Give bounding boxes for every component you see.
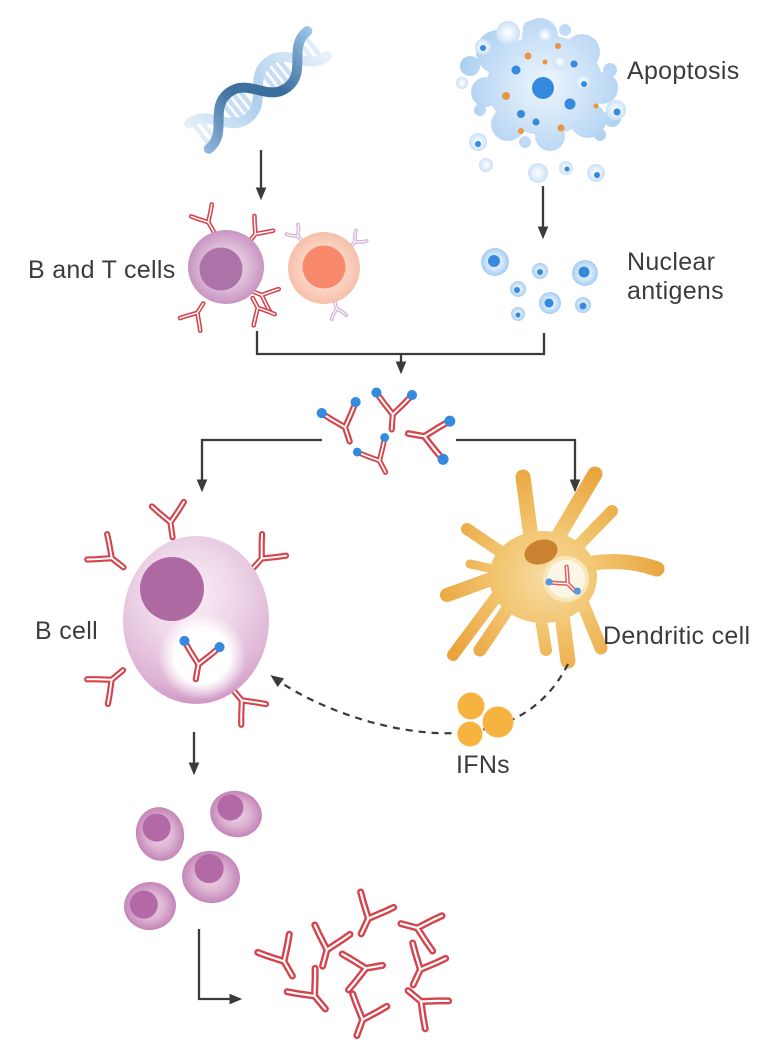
ifn-icon bbox=[457, 692, 514, 747]
dna-icon bbox=[184, 26, 332, 154]
label-b-and-t-cells: B and T cells bbox=[28, 256, 176, 284]
label-apoptosis: Apoptosis bbox=[627, 57, 740, 85]
t-cell-icon bbox=[284, 222, 369, 322]
split-bracket bbox=[196, 438, 581, 493]
immune-complexes-icon bbox=[315, 387, 456, 481]
arrow-plasma-to-antibodies bbox=[197, 929, 243, 1005]
dendritic-cell-icon bbox=[440, 466, 665, 669]
label-ifns: IFNs bbox=[456, 751, 510, 779]
antibodies-icon bbox=[258, 892, 449, 1042]
label-nuclear-antigens: Nuclear antigens bbox=[627, 248, 724, 305]
apoptotic-cell-icon bbox=[456, 18, 626, 183]
plasma-cells-icon bbox=[124, 790, 262, 931]
label-b-cell: B cell bbox=[35, 617, 98, 645]
b-cell-small-icon bbox=[180, 204, 279, 330]
b-cell-icon bbox=[87, 502, 286, 725]
label-dendritic-cell: Dendritic cell bbox=[603, 622, 751, 650]
nuclear-antigens-icon bbox=[481, 248, 598, 321]
ifn-dashed-arrow bbox=[270, 663, 569, 735]
merge-bracket bbox=[255, 331, 546, 375]
